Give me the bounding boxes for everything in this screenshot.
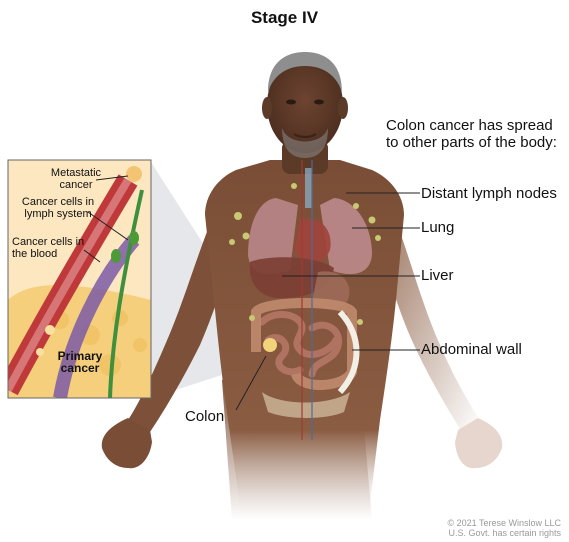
label-primary-cancer: Primary cancer: [50, 350, 110, 374]
right-eye: [314, 100, 324, 105]
label-liver: Liver: [421, 267, 454, 284]
label-cancer-cells-blood: Cancer cells in the blood: [12, 236, 90, 260]
label-metastatic-cancer: Metastatic cancer: [50, 167, 102, 191]
label-abdominal-wall: Abdominal wall: [421, 341, 522, 358]
copyright: © 2021 Terese Winslow LLC U.S. Govt. has…: [447, 518, 561, 538]
label-lung: Lung: [421, 219, 454, 236]
left-ear: [262, 97, 272, 119]
description-text: Colon cancer has spread to other parts o…: [386, 117, 566, 151]
copyright-line-1: © 2021 Terese Winslow LLC: [447, 518, 561, 528]
trachea: [305, 168, 312, 208]
right-ear: [338, 97, 348, 119]
copyright-line-2: U.S. Govt. has certain rights: [447, 528, 561, 538]
label-colon: Colon: [185, 408, 224, 425]
label-cancer-cells-lymph: Cancer cells in lymph system: [16, 196, 100, 220]
tumor-colon: [263, 338, 277, 352]
page-title: Stage IV: [0, 8, 569, 28]
label-distant-lymph-nodes: Distant lymph nodes: [421, 185, 557, 202]
left-eye: [286, 100, 296, 105]
